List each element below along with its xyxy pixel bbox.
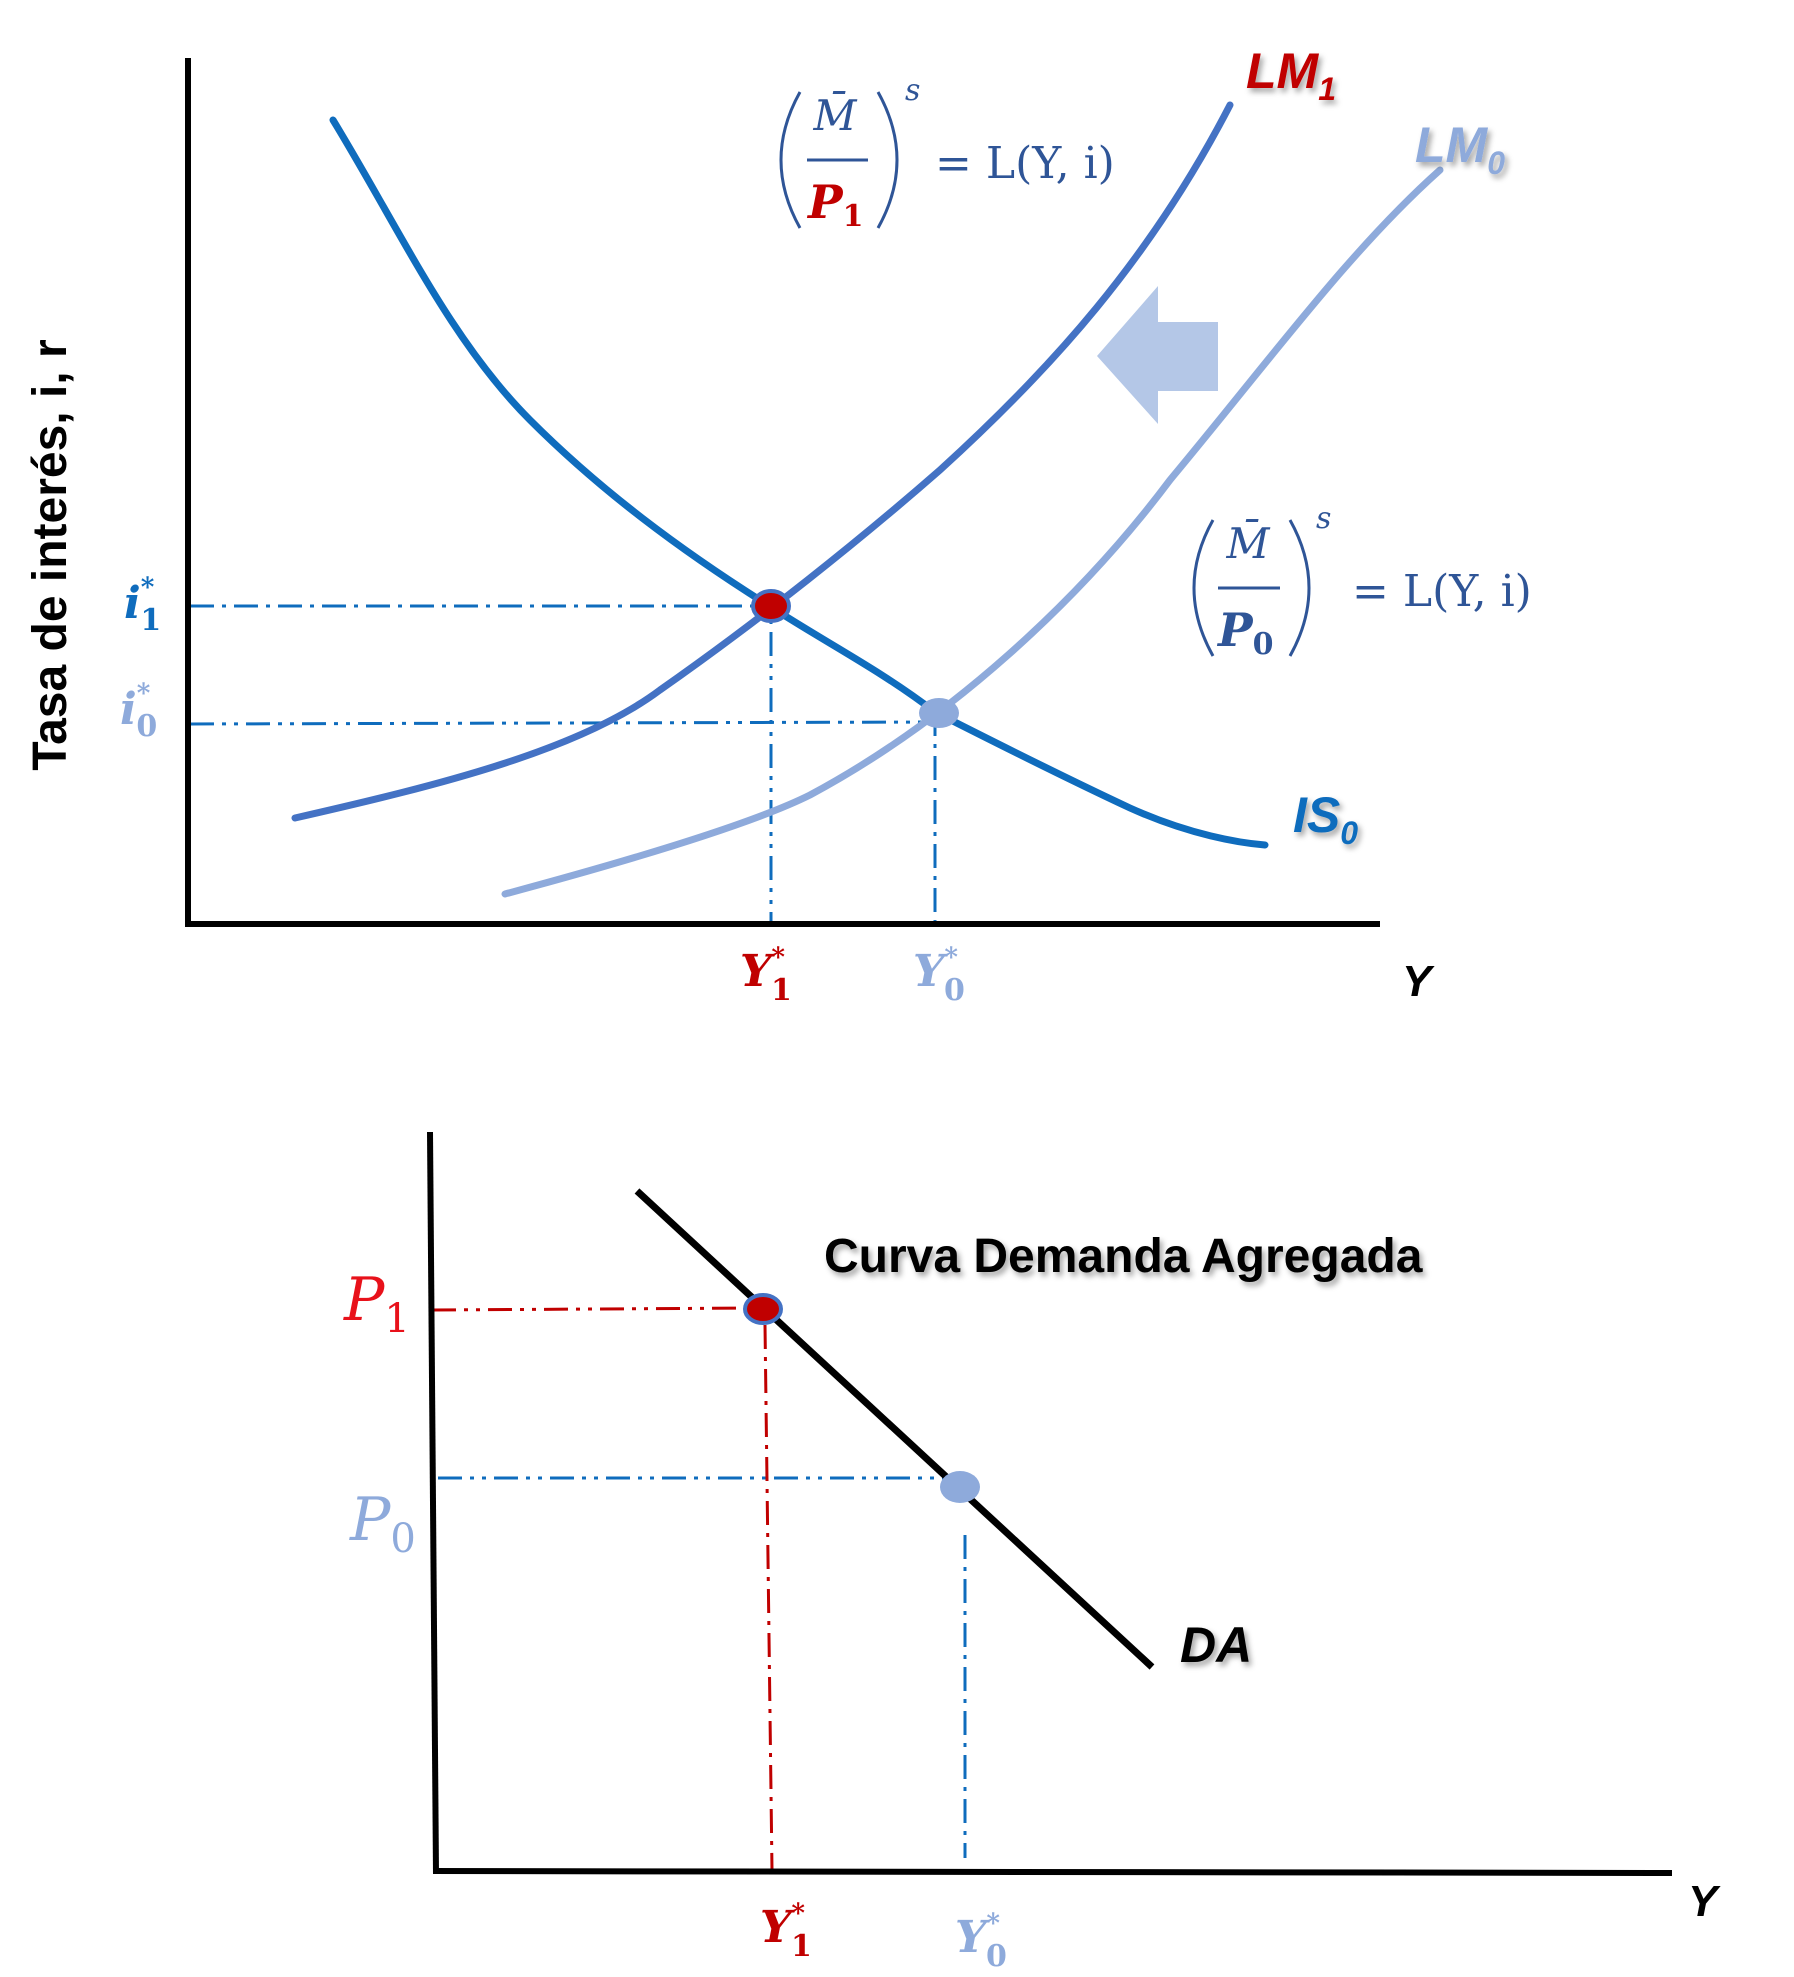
y1-guide-line-bottom: [763, 1324, 774, 1871]
lm0-curve: [501, 166, 1444, 898]
y1-tick-label-bottom: Y*1: [760, 1899, 812, 1964]
is-lm-panel: Tasa de interés, i, r Y LM1 LM0 IS0 M̄ P…: [24, 43, 1532, 1008]
equation-numerator: M̄: [1225, 517, 1270, 568]
left-paren: [1192, 519, 1215, 657]
right-paren: [876, 91, 899, 229]
da-curve: [634, 1188, 1155, 1670]
p1-tick-label: P1: [343, 1265, 410, 1342]
da-point-0: [940, 1471, 980, 1503]
shift-arrow: [1097, 286, 1218, 424]
equation-rhs: = L(Y, i): [1352, 566, 1532, 617]
p1-guide-line: [431, 1306, 761, 1312]
equation-denominator: P0: [1216, 603, 1273, 662]
money-market-equation-lm0: M̄ P0 s = L(Y, i): [1192, 501, 1532, 662]
right-paren: [1288, 519, 1311, 657]
bottom-y-axis: [427, 1131, 439, 1875]
y0-tick-label-bottom: Y*0: [955, 1909, 1007, 1974]
is0-curve: [329, 116, 1269, 849]
bottom-x-axis: [432, 1868, 1673, 1876]
top-x-axis-label: Y: [1402, 957, 1435, 1006]
aggregate-demand-panel: Curva Demanda Agregada DA Y P1 P0 Y*1 Y*…: [343, 1131, 1721, 1974]
lm1-label: LM1: [1246, 43, 1336, 107]
is0-label: IS0: [1293, 787, 1358, 851]
i1-tick-label: i*1: [124, 573, 161, 638]
left-paren: [779, 91, 802, 229]
y1-tick-label: Y*1: [740, 943, 792, 1008]
equation-denominator: P1: [806, 175, 863, 234]
lm1-curve: [291, 101, 1234, 822]
equation-superscript: s: [1316, 501, 1331, 536]
da-title: Curva Demanda Agregada: [824, 1230, 1423, 1283]
da-point-1: [743, 1293, 783, 1325]
equation-superscript: s: [905, 73, 920, 108]
da-curve-label: DA: [1180, 1617, 1252, 1673]
lm0-label: LM0: [1415, 117, 1505, 181]
equilibrium-point-1: [751, 589, 791, 623]
bottom-x-axis-label: Y: [1688, 1877, 1721, 1926]
p0-tick-label: P0: [349, 1485, 416, 1562]
equation-rhs: = L(Y, i): [935, 138, 1115, 189]
y0-tick-label: Y*0: [913, 943, 965, 1008]
equation-numerator: M̄: [812, 89, 857, 140]
i0-guide-line: [189, 720, 936, 726]
top-y-axis-label: Tasa de interés, i, r: [24, 339, 77, 770]
money-market-equation-lm1: M̄ P1 s = L(Y, i): [779, 73, 1115, 234]
i0-tick-label: i*0: [120, 679, 157, 744]
equilibrium-point-0: [919, 698, 959, 728]
